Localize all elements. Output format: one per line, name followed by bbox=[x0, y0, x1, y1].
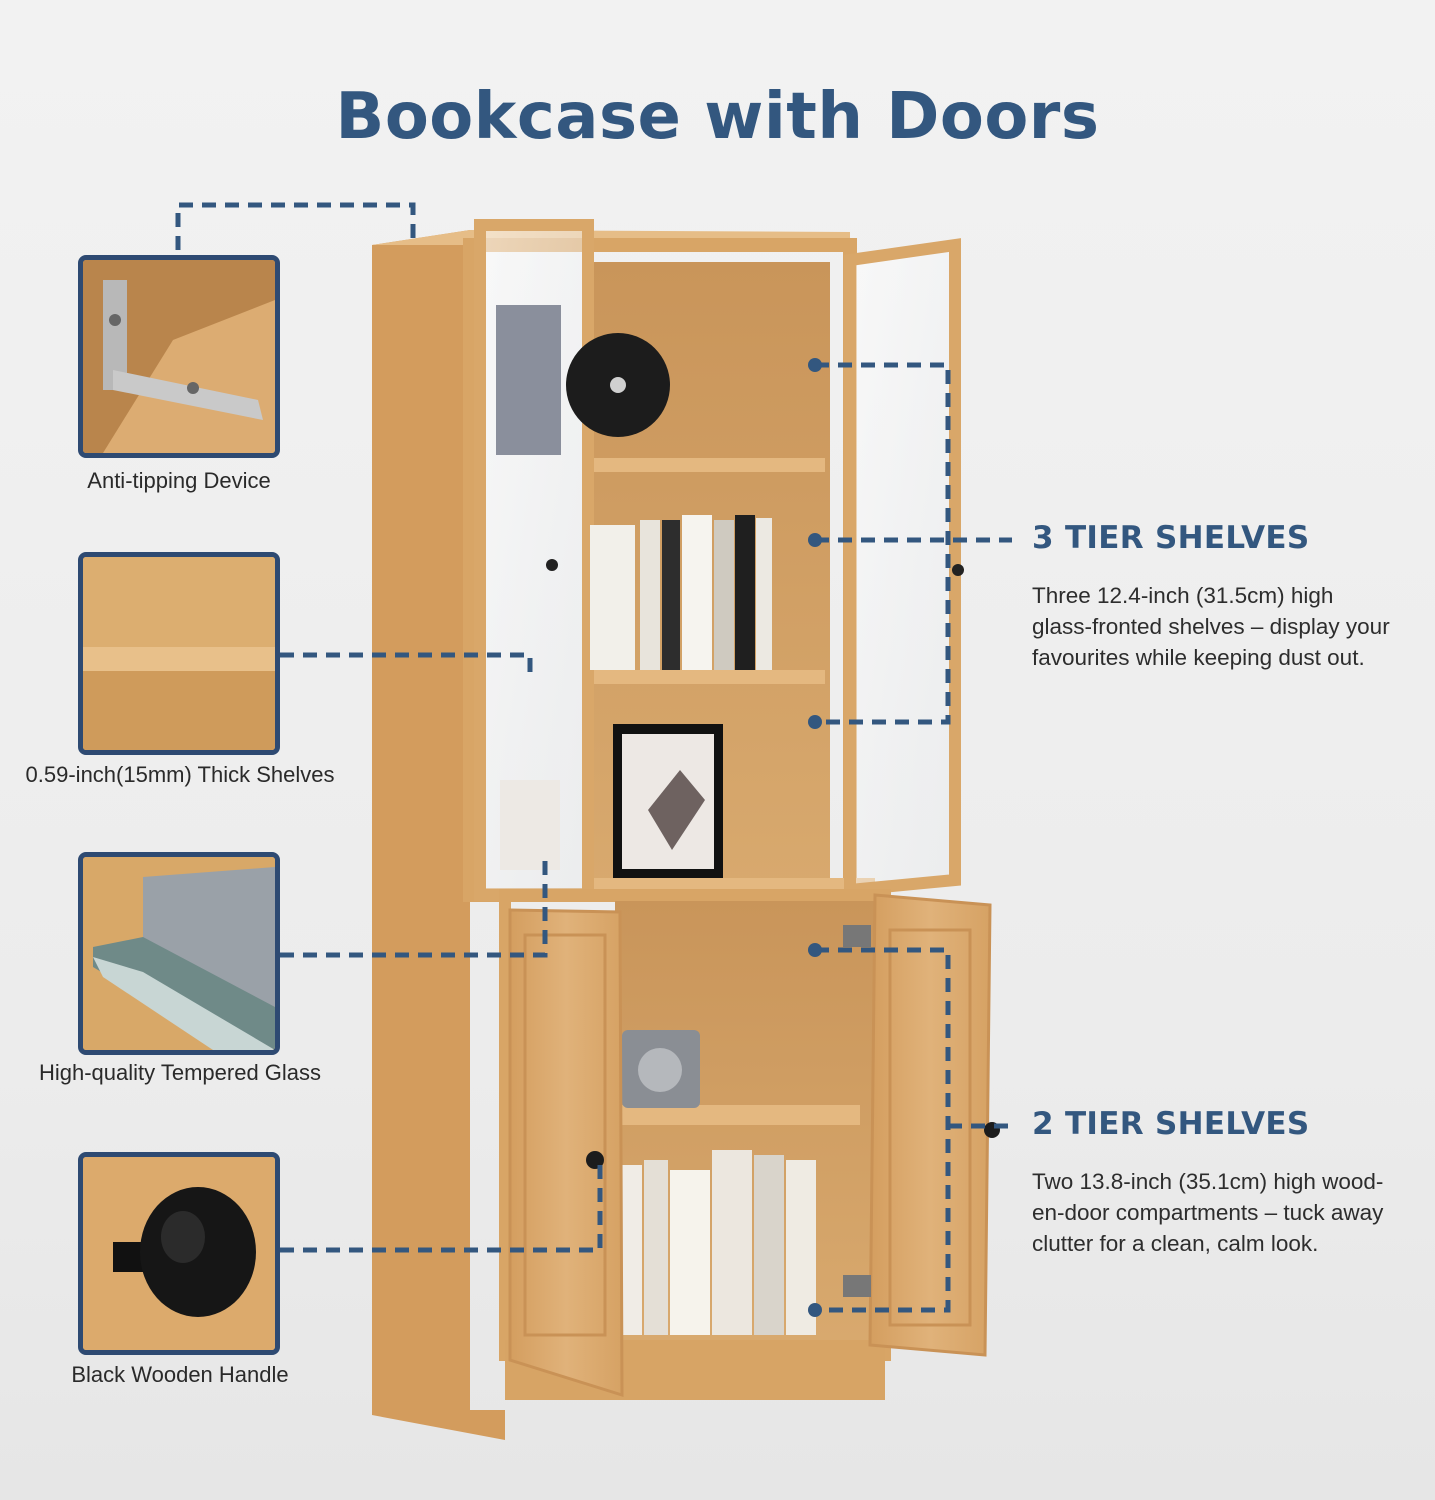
candle bbox=[500, 780, 560, 870]
lower-section-heading: 2 TIER SHELVES bbox=[1032, 1106, 1310, 1142]
book bbox=[662, 520, 680, 670]
feature-caption: Anti-tipping Device bbox=[87, 468, 271, 493]
feature-caption: 0.59-inch(15mm) Thick Shelves bbox=[25, 762, 335, 787]
thick-shelves-thumbnail bbox=[78, 552, 280, 755]
right-wooden-door bbox=[868, 893, 992, 1357]
callout-lines bbox=[175, 202, 1012, 1313]
upper-section-description: Three 12.4-inch (31.5cm) high glass-fron… bbox=[1032, 580, 1390, 673]
feature-caption: Black Wooden Handle bbox=[71, 1362, 289, 1387]
book bbox=[754, 1155, 784, 1335]
book bbox=[682, 515, 712, 670]
description-line: Three 12.4-inch (31.5cm) high bbox=[1032, 583, 1334, 608]
right-glass-door-knob bbox=[952, 564, 964, 576]
shelf-2 bbox=[585, 670, 825, 684]
book bbox=[644, 1160, 668, 1335]
tempered-glass-thumbnail bbox=[78, 852, 280, 1055]
description-line: favourites while keeping dust out. bbox=[1032, 645, 1365, 670]
record-sleeve bbox=[496, 305, 561, 455]
left-wooden-door bbox=[508, 908, 624, 1398]
description-line: clutter for a clean, calm look. bbox=[1032, 1231, 1319, 1256]
book bbox=[714, 520, 734, 670]
book bbox=[735, 515, 755, 670]
book bbox=[622, 1165, 642, 1335]
shelf-edge-icon bbox=[83, 557, 275, 750]
upper-section-heading: 3 TIER SHELVES bbox=[1032, 520, 1310, 556]
bracket-icon bbox=[83, 260, 275, 453]
description-line: Two 13.8-inch (35.1cm) high wood- bbox=[1032, 1169, 1384, 1194]
book bbox=[640, 520, 660, 670]
description-line: glass-fronted shelves – display your bbox=[1032, 614, 1390, 639]
handle-thumbnail bbox=[78, 1152, 280, 1355]
cabinet-side-panel bbox=[372, 230, 505, 1440]
feature-caption: High-quality Tempered Glass bbox=[38, 1060, 322, 1085]
hinge bbox=[843, 1275, 871, 1297]
lower-section-description: Two 13.8-inch (35.1cm) high wood- en-doo… bbox=[1032, 1166, 1383, 1259]
lower-shelf bbox=[620, 1105, 860, 1125]
shelf-1 bbox=[585, 458, 825, 472]
left-glass-door-knob bbox=[546, 559, 558, 571]
glass-edge-icon bbox=[83, 857, 275, 1050]
book bbox=[756, 518, 772, 670]
page-title: Bookcase with Doors bbox=[335, 80, 1100, 154]
left-wooden-door-knob bbox=[586, 1151, 604, 1169]
anti-tipping-thumbnail bbox=[78, 255, 280, 458]
description-line: en-door compartments – tuck away bbox=[1032, 1200, 1384, 1225]
book bbox=[670, 1170, 710, 1335]
hinge bbox=[843, 925, 871, 947]
book bbox=[590, 525, 635, 670]
knob-icon bbox=[83, 1157, 275, 1350]
right-glass-door bbox=[844, 238, 961, 897]
book bbox=[712, 1150, 752, 1335]
